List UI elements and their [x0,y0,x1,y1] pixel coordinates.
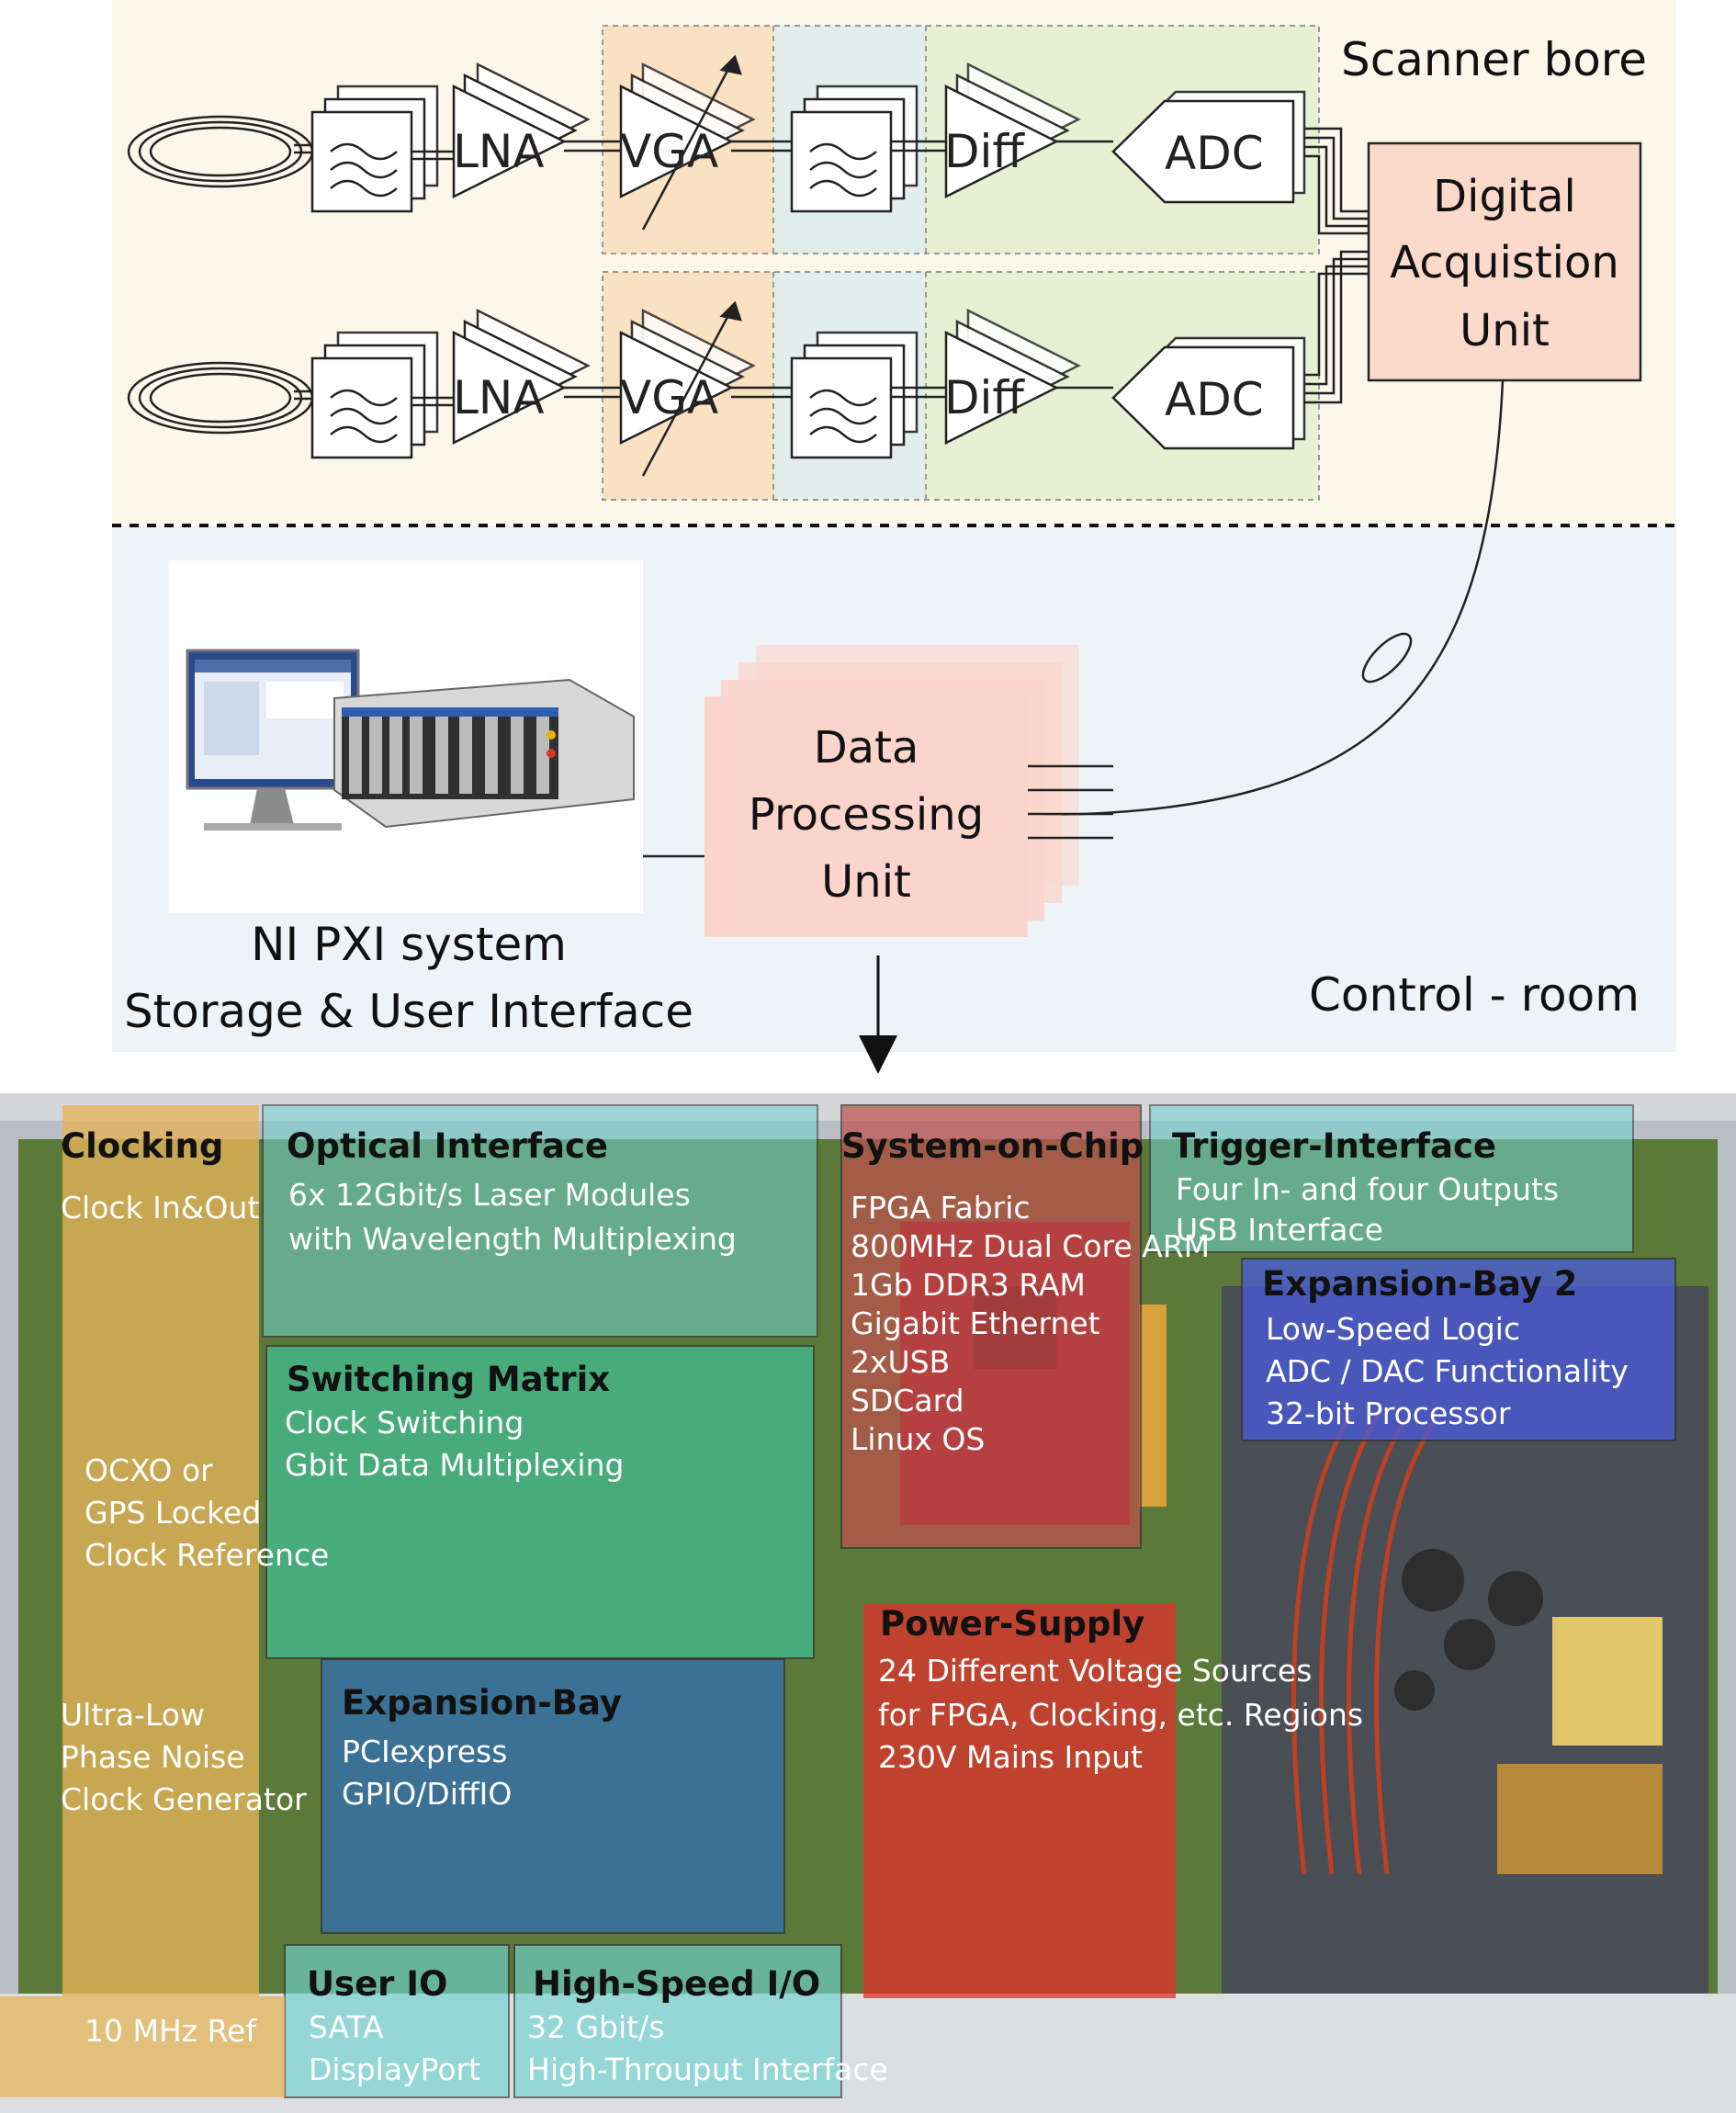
clockgen-line-3: Clock Generator [61,1781,307,1817]
soc-line-3: 1Gb DDR3 RAM [851,1267,1086,1303]
vga-label: VGA [620,371,718,424]
overlay-labels: Clocking Clock In&Out Optical Interface … [61,1126,1629,2087]
ni-pxi-label-2: Storage & User Interface [124,985,693,1038]
exp2-title: Expansion-Bay 2 [1262,1264,1578,1304]
adc-icon [1111,90,1306,204]
lna-label: LNA [453,125,544,178]
switching-line-1: Clock Switching [285,1405,524,1441]
control-room-label: Control - room [1309,968,1640,1022]
lna-amplifier-icon [452,308,591,446]
optical-title: Optical Interface [287,1126,608,1166]
ni-pxi-label-1: NI PXI system [251,918,567,971]
lna-label: LNA [453,371,544,424]
ref-line-1: 10 MHz Ref [85,2013,257,2049]
ni-pxi-system-image [169,560,643,913]
dpu-ports [1028,764,1113,840]
digital-acquisition-unit [1367,141,1642,382]
dpu-line-2: Processing [749,789,984,841]
lna-amplifier-icon [452,62,591,199]
switching-line-2: Gbit Data Multiplexing [285,1447,624,1483]
exp2-line-1: Low-Speed Logic [1266,1311,1520,1347]
clockgen-line-2: Phase Noise [61,1739,245,1775]
daq-line-3: Unit [1460,305,1550,356]
diff-label: Diff [944,125,1025,178]
clocking-line-1: Clock In&Out [61,1190,259,1226]
board-overlays [0,1104,1676,2098]
switching-title: Switching Matrix [287,1360,610,1399]
highspeed-title: High-Speed I/O [533,1964,820,2004]
optical-line-1: 6x 12Gbit/s Laser Modules [288,1177,691,1213]
exp2-line-3: 32-bit Processor [1266,1395,1511,1431]
diff-amplifier-icon [944,62,1081,199]
vga-amplifier-icon [619,300,756,477]
power-title: Power-Supply [880,1604,1144,1644]
daq-line-1: Digital [1433,171,1576,222]
soc-line-6: SDCard [851,1383,964,1418]
adc-icon [1111,336,1306,450]
dpu-line-3: Unit [821,856,911,908]
optical-fiber-link [1042,379,1505,817]
expbay-line-1: PCIexpress [342,1734,507,1769]
soc-line-2: 800MHz Dual Core ARM [851,1228,1210,1264]
trigger-line-2: USB Interface [1176,1212,1383,1248]
ocxo-line-2: GPS Locked [85,1495,261,1531]
adc-label: ADC [1165,127,1264,180]
soc-title: System-on-Chip [841,1126,1144,1166]
vga-label: VGA [620,125,718,178]
expbay-line-2: GPIO/DiffIO [342,1776,512,1812]
bandpass-filter-2-icon [790,331,919,459]
trigger-line-1: Four In- and four Outputs [1176,1171,1559,1207]
soc-line-1: FPGA Fabric [851,1190,1031,1226]
bandpass-filter-icon [310,85,439,213]
diff-amplifier-icon [944,308,1081,446]
data-processing-unit [705,645,1079,937]
coil-icon [127,361,314,435]
power-line-3: 230V Mains Input [878,1739,1143,1775]
userio-line-2: DisplayPort [309,2051,480,2087]
ocxo-line-3: Clock Reference [85,1537,329,1573]
expbay-title: Expansion-Bay [342,1683,622,1723]
vga-amplifier-icon [619,54,756,231]
optical-line-2: with Wavelength Multiplexing [288,1221,737,1257]
userio-line-1: SATA [309,2009,384,2045]
clockgen-line-1: Ultra-Low [61,1697,205,1733]
userio-title: User IO [307,1964,448,2004]
clocking-title: Clocking [61,1126,223,1166]
receive-chain-1: LNA VGA Diff ADC [127,54,1369,235]
trigger-title: Trigger-Interface [1172,1126,1496,1166]
receive-chain-2: LNA VGA Diff ADC [127,250,1369,477]
bandpass-filter-2-icon [790,85,919,213]
highspeed-line-1: 32 Gbit/s [527,2009,664,2045]
power-line-1: 24 Different Voltage Sources [878,1653,1312,1689]
soc-line-4: Gigabit Ethernet [851,1305,1100,1341]
exp2-line-2: ADC / DAC Functionality [1266,1353,1629,1389]
adc-label: ADC [1165,373,1264,426]
bandpass-filter-icon [310,331,439,459]
ocxo-line-1: OCXO or [85,1452,213,1488]
dpu-line-1: Data [814,722,919,774]
diff-label: Diff [944,371,1025,424]
daq-line-2: Acquistion [1390,237,1619,288]
power-line-2: for FPGA, Clocking, etc. Regions [878,1697,1363,1733]
soc-line-7: Linux OS [851,1421,985,1457]
scanner-bore-label: Scanner bore [1341,33,1647,86]
highspeed-line-2: High-Throuput Interface [527,2051,888,2087]
fiber-loop-icon [1361,632,1413,684]
soc-line-5: 2xUSB [851,1344,950,1380]
